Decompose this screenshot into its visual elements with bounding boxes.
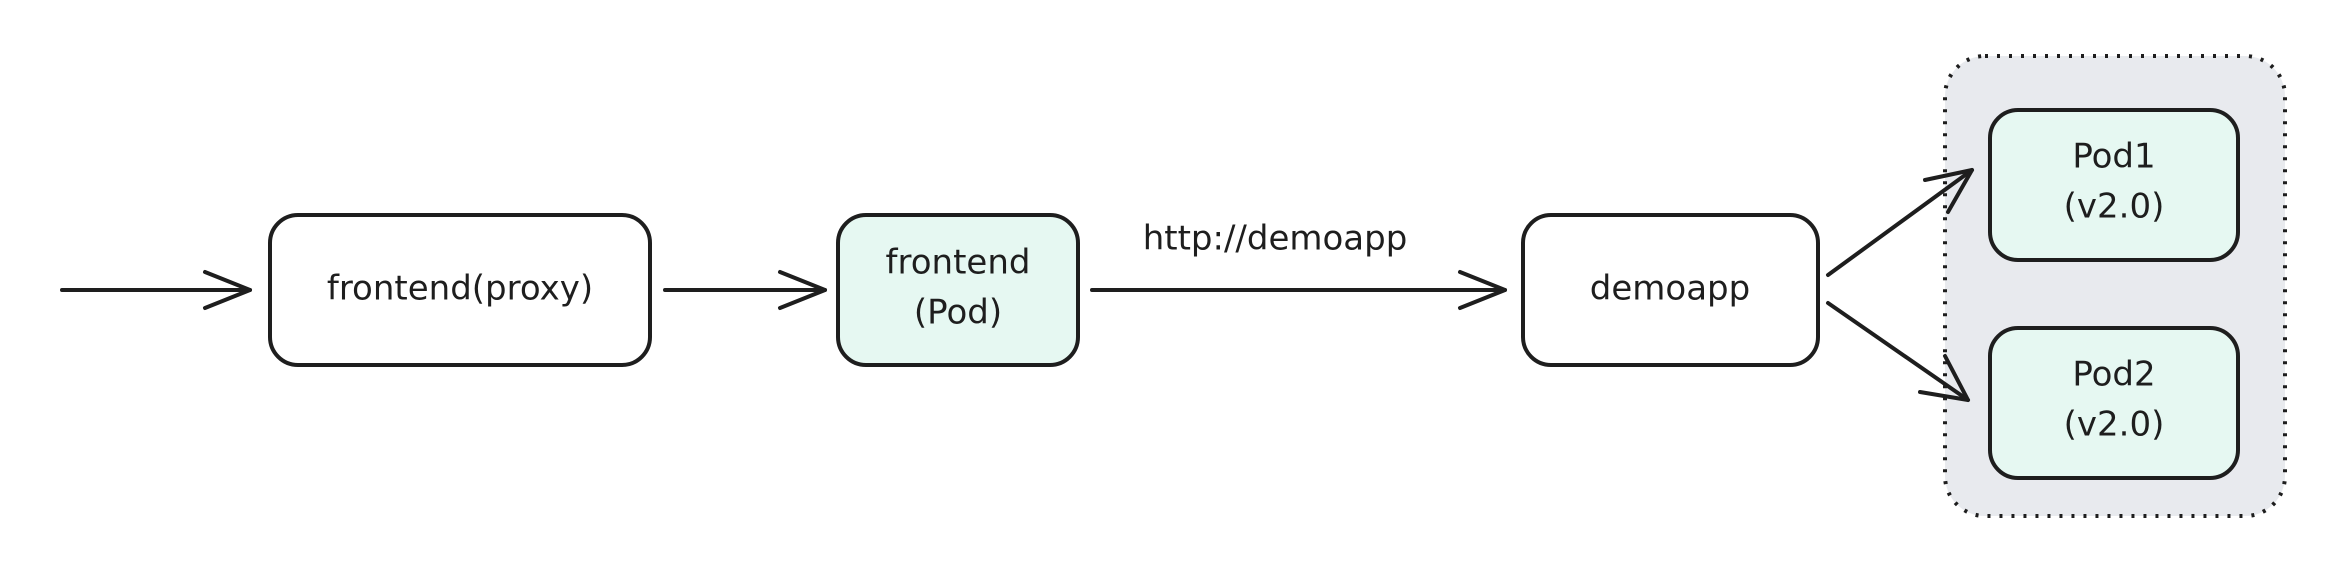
arrow-demoapp-to-pod1 [1826, 168, 1974, 277]
node-frontend-pod[interactable]: frontend (Pod) [836, 213, 1080, 367]
node-pod1[interactable]: Pod1 (v2.0) [1988, 108, 2240, 262]
node-pod2-line1: Pod2 [2072, 355, 2155, 395]
node-frontend-proxy-label: frontend(proxy) [327, 269, 593, 309]
node-pod2-line2: (v2.0) [2064, 405, 2165, 445]
edge-label-http-demoapp: http://demoapp [1143, 219, 1408, 259]
node-demoapp[interactable]: demoapp [1521, 213, 1820, 367]
node-frontend-pod-line1: frontend [886, 243, 1031, 283]
node-pod1-line2: (v2.0) [2064, 187, 2165, 227]
node-pod1-line1: Pod1 [2072, 137, 2155, 177]
incoming-arrow [60, 270, 252, 310]
node-frontend-proxy[interactable]: frontend(proxy) [268, 213, 652, 367]
node-pod2[interactable]: Pod2 (v2.0) [1988, 326, 2240, 480]
arrow-frontend-to-demoapp: http://demoapp [1090, 219, 1507, 310]
arrow-demoapp-to-pod2 [1826, 301, 1970, 402]
node-frontend-pod-line2: (Pod) [914, 293, 1002, 333]
node-demoapp-label: demoapp [1590, 269, 1750, 309]
arrow-proxy-to-frontend [663, 270, 827, 310]
